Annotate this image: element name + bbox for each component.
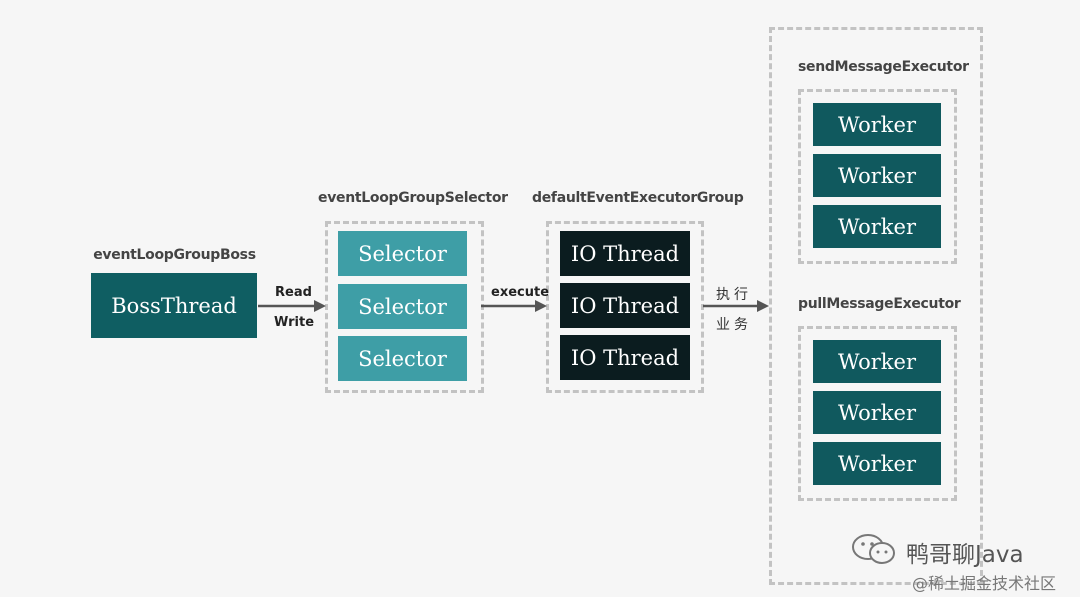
execute-business-label-line1: 执行 (716, 287, 752, 303)
send-group-container (798, 89, 957, 264)
executor-group-label: defaultEventExecutorGroup (532, 190, 744, 206)
selector-box: Selector (338, 231, 467, 276)
execute-label: execute (491, 285, 550, 300)
io-thread-box: IO Thread (560, 335, 690, 380)
boss-group-label: eventLoopGroupBoss (93, 247, 256, 263)
execute-business-label-line2: 业务 (716, 317, 752, 333)
worker-box: Worker (813, 205, 941, 248)
business-arrow (703, 300, 769, 312)
selector-box: Selector (338, 336, 467, 381)
executor-group-container (546, 221, 704, 393)
execute-arrow (481, 300, 547, 312)
worker-box: Worker (813, 154, 941, 197)
worker-box: Worker (813, 442, 941, 485)
worker-box: Worker (813, 103, 941, 146)
pull-group-label: pullMessageExecutor (798, 296, 961, 312)
send-group-label: sendMessageExecutor (798, 59, 969, 75)
worker-box: Worker (813, 391, 941, 434)
read-write-arrow (258, 300, 326, 312)
io-thread-box: IO Thread (560, 231, 690, 276)
worker-box: Worker (813, 340, 941, 383)
io-thread-box: IO Thread (560, 283, 690, 328)
watermark-account: 鸭哥聊Java (906, 542, 1024, 568)
selector-group-label: eventLoopGroupSelector (318, 190, 508, 206)
boss-thread-box: BossThread (91, 273, 257, 338)
write-label: Write (274, 315, 315, 330)
watermark-site: @稀土掘金技术社区 (912, 574, 1057, 593)
business-executor-container (769, 27, 983, 585)
selector-box: Selector (338, 284, 467, 329)
pull-group-container (798, 326, 957, 501)
read-label: Read (275, 285, 312, 300)
wechat-icon (850, 532, 900, 566)
